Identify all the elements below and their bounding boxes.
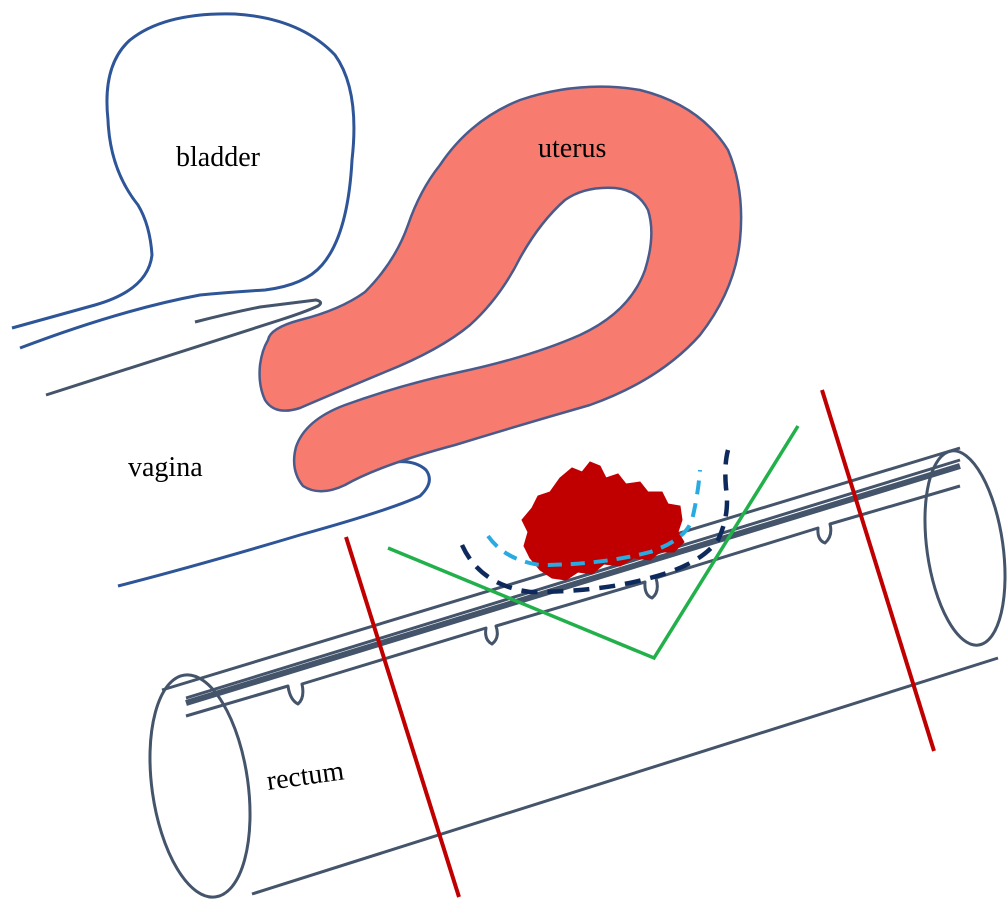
bladder-label: bladder <box>176 142 261 173</box>
rectum-label: rectum <box>265 755 347 797</box>
rectum-bottom-edge <box>252 658 998 894</box>
bladder-outline <box>12 14 354 348</box>
uterus-label: uterus <box>538 133 606 164</box>
uterus-body <box>260 87 742 492</box>
resection-line-left <box>346 537 459 897</box>
rectum-left-cap <box>137 668 263 900</box>
vagina-label: vagina <box>128 452 203 483</box>
